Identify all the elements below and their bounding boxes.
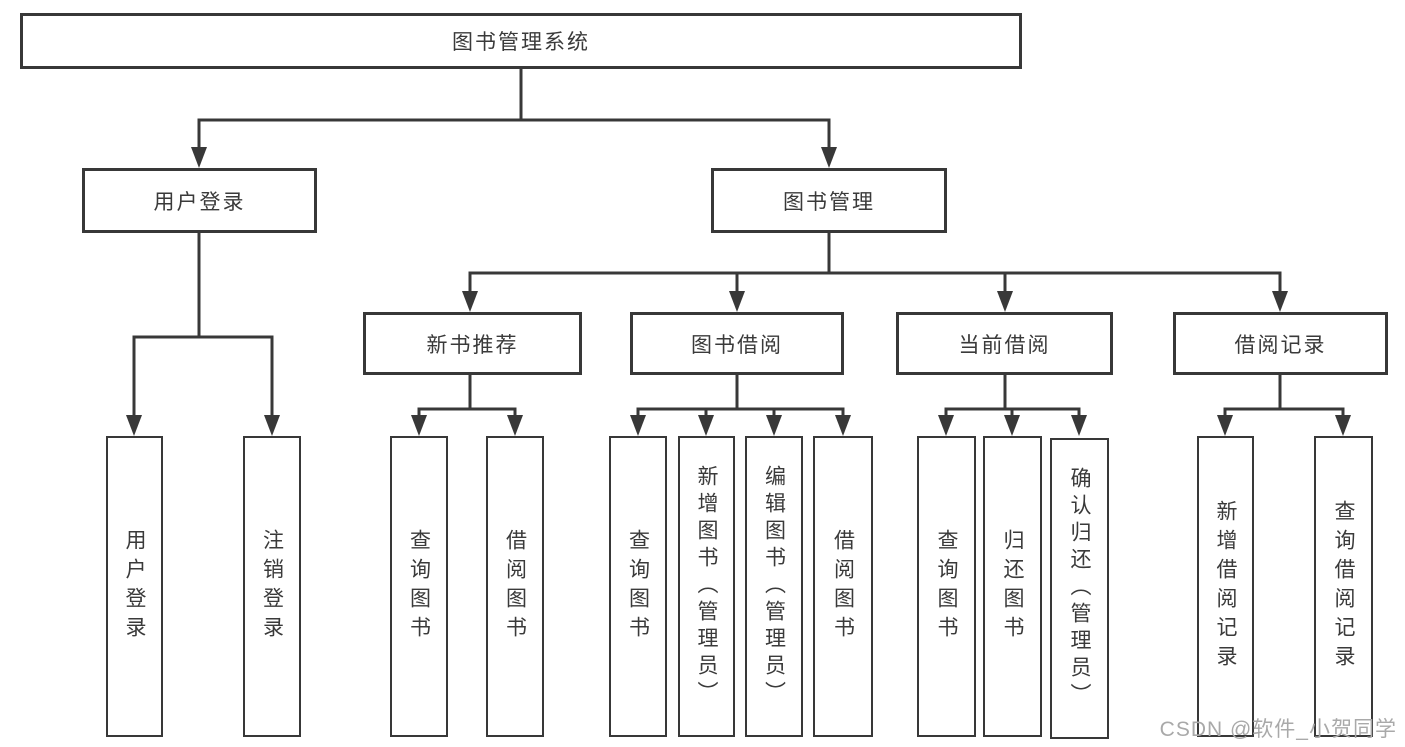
node-label: 图书借阅 bbox=[691, 333, 783, 357]
node-label: 新增借阅记录 bbox=[1214, 499, 1237, 674]
node-leaf-confirm-return-admin: 确认归还（管理员） bbox=[1050, 438, 1109, 739]
node-label: 注销登录 bbox=[260, 528, 284, 645]
arrowhead-icon bbox=[507, 415, 523, 436]
node-label: 图书管理 bbox=[783, 190, 875, 214]
arrowhead-icon bbox=[191, 147, 207, 168]
node-current-borrowing: 当前借阅 bbox=[896, 312, 1113, 375]
node-label: 借阅图书 bbox=[503, 528, 527, 645]
node-book-management: 图书管理 bbox=[711, 168, 947, 233]
arrowhead-icon bbox=[1071, 415, 1087, 436]
node-label: 编辑图书（管理员） bbox=[762, 465, 786, 708]
arrowhead-group bbox=[126, 147, 1351, 436]
node-leaf-borrow-books-1: 借阅图书 bbox=[486, 436, 544, 737]
node-user-login-group: 用户登录 bbox=[82, 168, 317, 233]
node-leaf-query-books-3: 查询图书 bbox=[917, 436, 976, 737]
arrowhead-icon bbox=[938, 415, 954, 436]
arrowhead-icon bbox=[462, 291, 478, 312]
arrowhead-icon bbox=[126, 415, 142, 436]
node-leaf-query-borrow-record: 查询借阅记录 bbox=[1314, 436, 1373, 737]
node-label: 查询图书 bbox=[935, 528, 958, 645]
arrowhead-icon bbox=[821, 147, 837, 168]
arrowhead-icon bbox=[264, 415, 280, 436]
arrowhead-icon bbox=[1217, 415, 1233, 436]
node-leaf-return-books: 归还图书 bbox=[983, 436, 1042, 737]
arrowhead-icon bbox=[1004, 415, 1020, 436]
node-leaf-borrow-books-2: 借阅图书 bbox=[813, 436, 873, 737]
node-label: 确认归还（管理员） bbox=[1068, 467, 1091, 710]
arrowhead-icon bbox=[997, 291, 1013, 312]
node-label: 查询图书 bbox=[407, 528, 431, 645]
arrowhead-icon bbox=[698, 415, 714, 436]
arrowhead-icon bbox=[766, 415, 782, 436]
arrowhead-icon bbox=[1272, 291, 1288, 312]
node-label: 借阅图书 bbox=[831, 528, 855, 645]
node-leaf-add-borrow-record: 新增借阅记录 bbox=[1197, 436, 1254, 737]
arrowhead-icon bbox=[411, 415, 427, 436]
node-label: 用户登录 bbox=[123, 528, 146, 645]
node-label: 归还图书 bbox=[1001, 528, 1024, 645]
node-leaf-edit-books-admin: 编辑图书（管理员） bbox=[745, 436, 803, 737]
node-label: 新增图书（管理员） bbox=[695, 465, 718, 708]
node-label: 查询借阅记录 bbox=[1332, 499, 1355, 674]
node-label: 当前借阅 bbox=[958, 333, 1051, 357]
node-leaf-query-books-1: 查询图书 bbox=[390, 436, 448, 737]
csdn-watermark: CSDN @软件_小贺同学 bbox=[1159, 718, 1397, 741]
node-label: 借阅记录 bbox=[1234, 333, 1327, 357]
arrowhead-icon bbox=[835, 415, 851, 436]
node-leaf-query-books-2: 查询图书 bbox=[609, 436, 667, 737]
node-label: 新书推荐 bbox=[426, 333, 519, 357]
node-leaf-add-books-admin: 新增图书（管理员） bbox=[678, 436, 735, 737]
node-leaf-user-login: 用户登录 bbox=[106, 436, 163, 737]
arrowhead-icon bbox=[729, 291, 745, 312]
arrowhead-icon bbox=[630, 415, 646, 436]
node-book-borrowing: 图书借阅 bbox=[630, 312, 844, 375]
node-leaf-logout: 注销登录 bbox=[243, 436, 301, 737]
node-borrowing-records: 借阅记录 bbox=[1173, 312, 1388, 375]
node-library-management-system: 图书管理系统 bbox=[20, 13, 1022, 69]
node-label: 查询图书 bbox=[626, 528, 650, 645]
node-new-book-recommendation: 新书推荐 bbox=[363, 312, 582, 375]
node-label: 用户登录 bbox=[153, 190, 246, 214]
node-label: 图书管理系统 bbox=[452, 31, 590, 54]
arrowhead-icon bbox=[1335, 415, 1351, 436]
